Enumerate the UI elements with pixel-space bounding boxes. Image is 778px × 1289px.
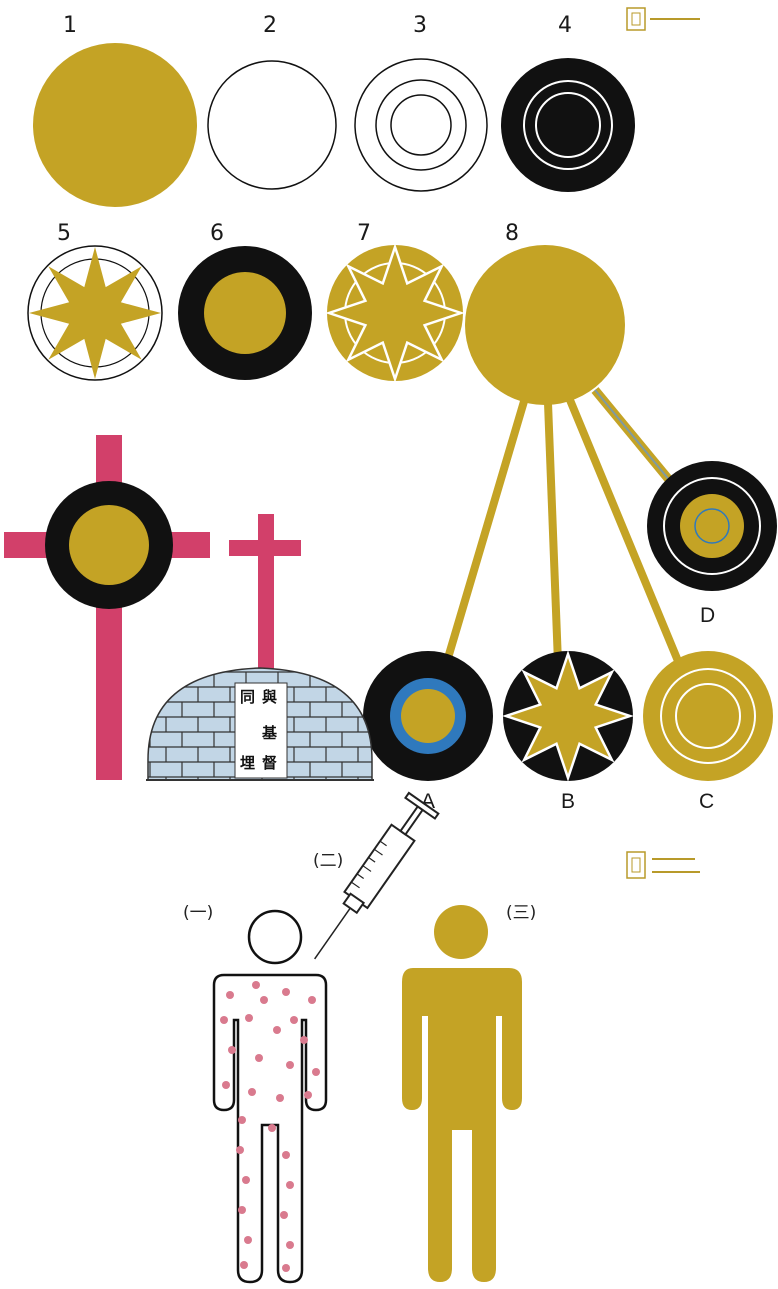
sickness-dot xyxy=(300,1036,308,1044)
sickness-dot xyxy=(245,1014,253,1022)
sickness-dot xyxy=(228,1046,236,1054)
tomb-char-4: 督 xyxy=(262,754,277,772)
circle-6-gold-core xyxy=(178,246,312,380)
sickness-dot xyxy=(240,1261,248,1269)
figure-label-2 xyxy=(627,852,700,878)
branch-letter-d: D xyxy=(700,604,715,627)
sickness-dot xyxy=(244,1236,252,1244)
sickness-dot xyxy=(304,1091,312,1099)
circle-number-2: 2 xyxy=(263,13,277,38)
sickness-dot xyxy=(276,1094,284,1102)
circle-number-5: 5 xyxy=(57,221,71,246)
tomb-char-3: 基 xyxy=(261,724,278,742)
tomb-char-5: 埋 xyxy=(240,754,255,772)
sickness-dot xyxy=(286,1181,294,1189)
circle-number-7: 7 xyxy=(357,221,371,246)
branch-d-circle xyxy=(647,461,777,591)
circle-number-1: 1 xyxy=(63,13,77,38)
person-label-one: (一) xyxy=(183,903,213,923)
sickness-dot xyxy=(290,1016,298,1024)
branch-letter-c: C xyxy=(699,790,714,813)
circle-4-black-rings xyxy=(501,58,635,192)
tomb-char-1: 同 xyxy=(240,688,255,706)
sickness-dot xyxy=(282,1264,290,1272)
person-label-three: (三) xyxy=(506,903,536,923)
circle-5-star xyxy=(28,246,162,380)
sickness-dot xyxy=(268,1124,276,1132)
branch-letter-b: B xyxy=(561,790,575,813)
person-one-sick xyxy=(214,911,326,1282)
circle-7-gold-star xyxy=(327,245,463,381)
circle-number-4: 4 xyxy=(558,13,572,38)
sickness-dot xyxy=(242,1176,250,1184)
sickness-dot xyxy=(282,988,290,996)
sickness-dot xyxy=(222,1081,230,1089)
branch-a-circle xyxy=(363,651,493,781)
sickness-dot xyxy=(282,1151,290,1159)
sickness-dot xyxy=(220,1016,228,1024)
circle-2-empty xyxy=(208,61,336,189)
circle-1-gold xyxy=(33,43,197,207)
sickness-dot xyxy=(248,1088,256,1096)
sickness-dot xyxy=(238,1206,246,1214)
sickness-dot xyxy=(238,1116,246,1124)
sickness-dot xyxy=(252,981,260,989)
tomb: 同 與 基 督 埋 xyxy=(140,668,380,792)
sickness-dot xyxy=(286,1241,294,1249)
sickness-dot xyxy=(286,1061,294,1069)
tomb-char-2: 與 xyxy=(262,688,277,706)
sickness-dot xyxy=(255,1054,263,1062)
sickness-dot xyxy=(236,1146,244,1154)
sickness-dot xyxy=(226,991,234,999)
branch-c-circle xyxy=(643,651,773,781)
person-label-two: (二) xyxy=(313,851,343,871)
person-three-healed xyxy=(402,905,522,1282)
circle-number-8: 8 xyxy=(505,221,519,246)
syringe xyxy=(300,793,438,969)
circle-3-rings xyxy=(355,59,487,191)
sickness-dot xyxy=(308,996,316,1004)
sickness-dot xyxy=(260,996,268,1004)
sickness-dot xyxy=(280,1211,288,1219)
sickness-dot xyxy=(273,1026,281,1034)
circle-8-gold xyxy=(465,245,625,405)
circle-number-3: 3 xyxy=(413,13,427,38)
circle-number-6: 6 xyxy=(210,221,224,246)
figure-label-1: 圖一 xyxy=(626,8,700,48)
tomb-cross xyxy=(229,514,301,674)
branch-b-circle xyxy=(503,651,633,781)
sickness-dot xyxy=(312,1068,320,1076)
